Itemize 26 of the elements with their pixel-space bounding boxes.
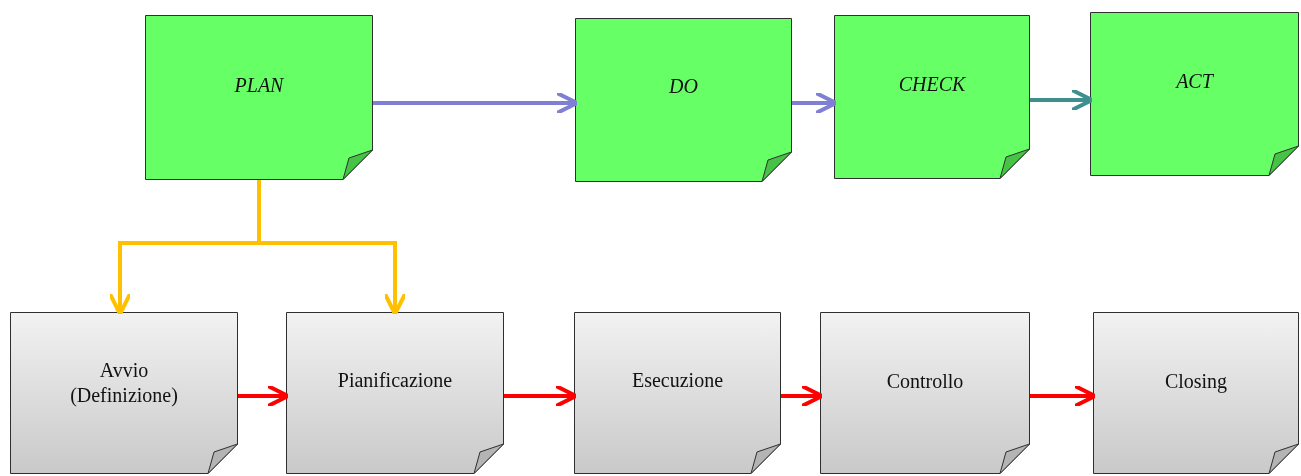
note-box xyxy=(10,312,238,474)
arrow xyxy=(238,384,290,408)
node-label: Pianificazione xyxy=(336,368,454,393)
note-box xyxy=(574,312,781,474)
note-box xyxy=(1093,312,1299,474)
note-box xyxy=(145,15,373,180)
node-label: Closing xyxy=(1163,369,1229,394)
node-label: DO xyxy=(668,74,699,99)
note-box xyxy=(286,312,504,474)
arrow xyxy=(257,180,407,316)
arrow xyxy=(504,384,578,408)
arrow xyxy=(373,91,579,115)
note-box xyxy=(575,18,792,182)
note-box xyxy=(820,312,1030,474)
arrow xyxy=(792,91,838,115)
node-label: Controllo xyxy=(885,369,965,394)
arrow xyxy=(1030,384,1097,408)
node-label: CHECK xyxy=(897,72,967,97)
node-label: Avvio (Definizione) xyxy=(69,358,179,408)
arrow xyxy=(781,384,824,408)
node-label: ACT xyxy=(1174,69,1215,94)
note-box xyxy=(834,15,1030,179)
arrow xyxy=(1030,88,1094,112)
node-label: PLAN xyxy=(233,73,285,98)
note-box xyxy=(1090,12,1299,176)
node-label: Esecuzione xyxy=(630,368,725,393)
